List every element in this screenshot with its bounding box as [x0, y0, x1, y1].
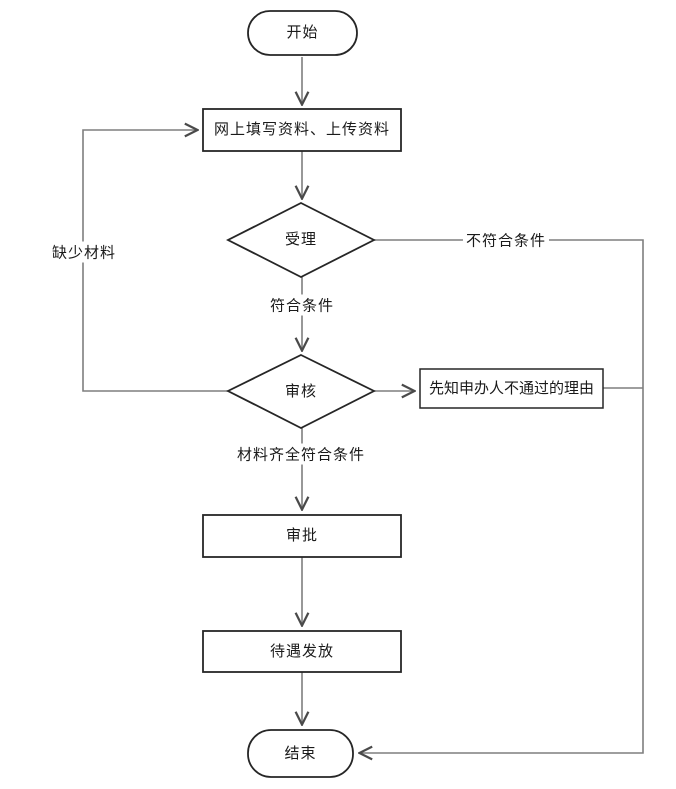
edge-label-missing-materials: 缺少材料 [48, 241, 120, 263]
benefit-process-shape [202, 630, 402, 673]
edge-accept-to-end [361, 239, 644, 753]
edge-label-meets-conditions: 符合条件 [266, 294, 338, 316]
fill-process-shape [202, 108, 402, 152]
approve-process-shape [202, 514, 402, 558]
accept-decision-shape [226, 201, 376, 279]
start-terminator-shape [247, 10, 358, 56]
end-terminator-shape [247, 729, 354, 778]
notify-process-shape [419, 368, 604, 409]
edge-label-not-meet-conditions: 不符合条件 [462, 229, 550, 251]
edge-label-materials-complete: 材料齐全符合条件 [233, 443, 369, 465]
review-decision-shape [225, 353, 377, 430]
